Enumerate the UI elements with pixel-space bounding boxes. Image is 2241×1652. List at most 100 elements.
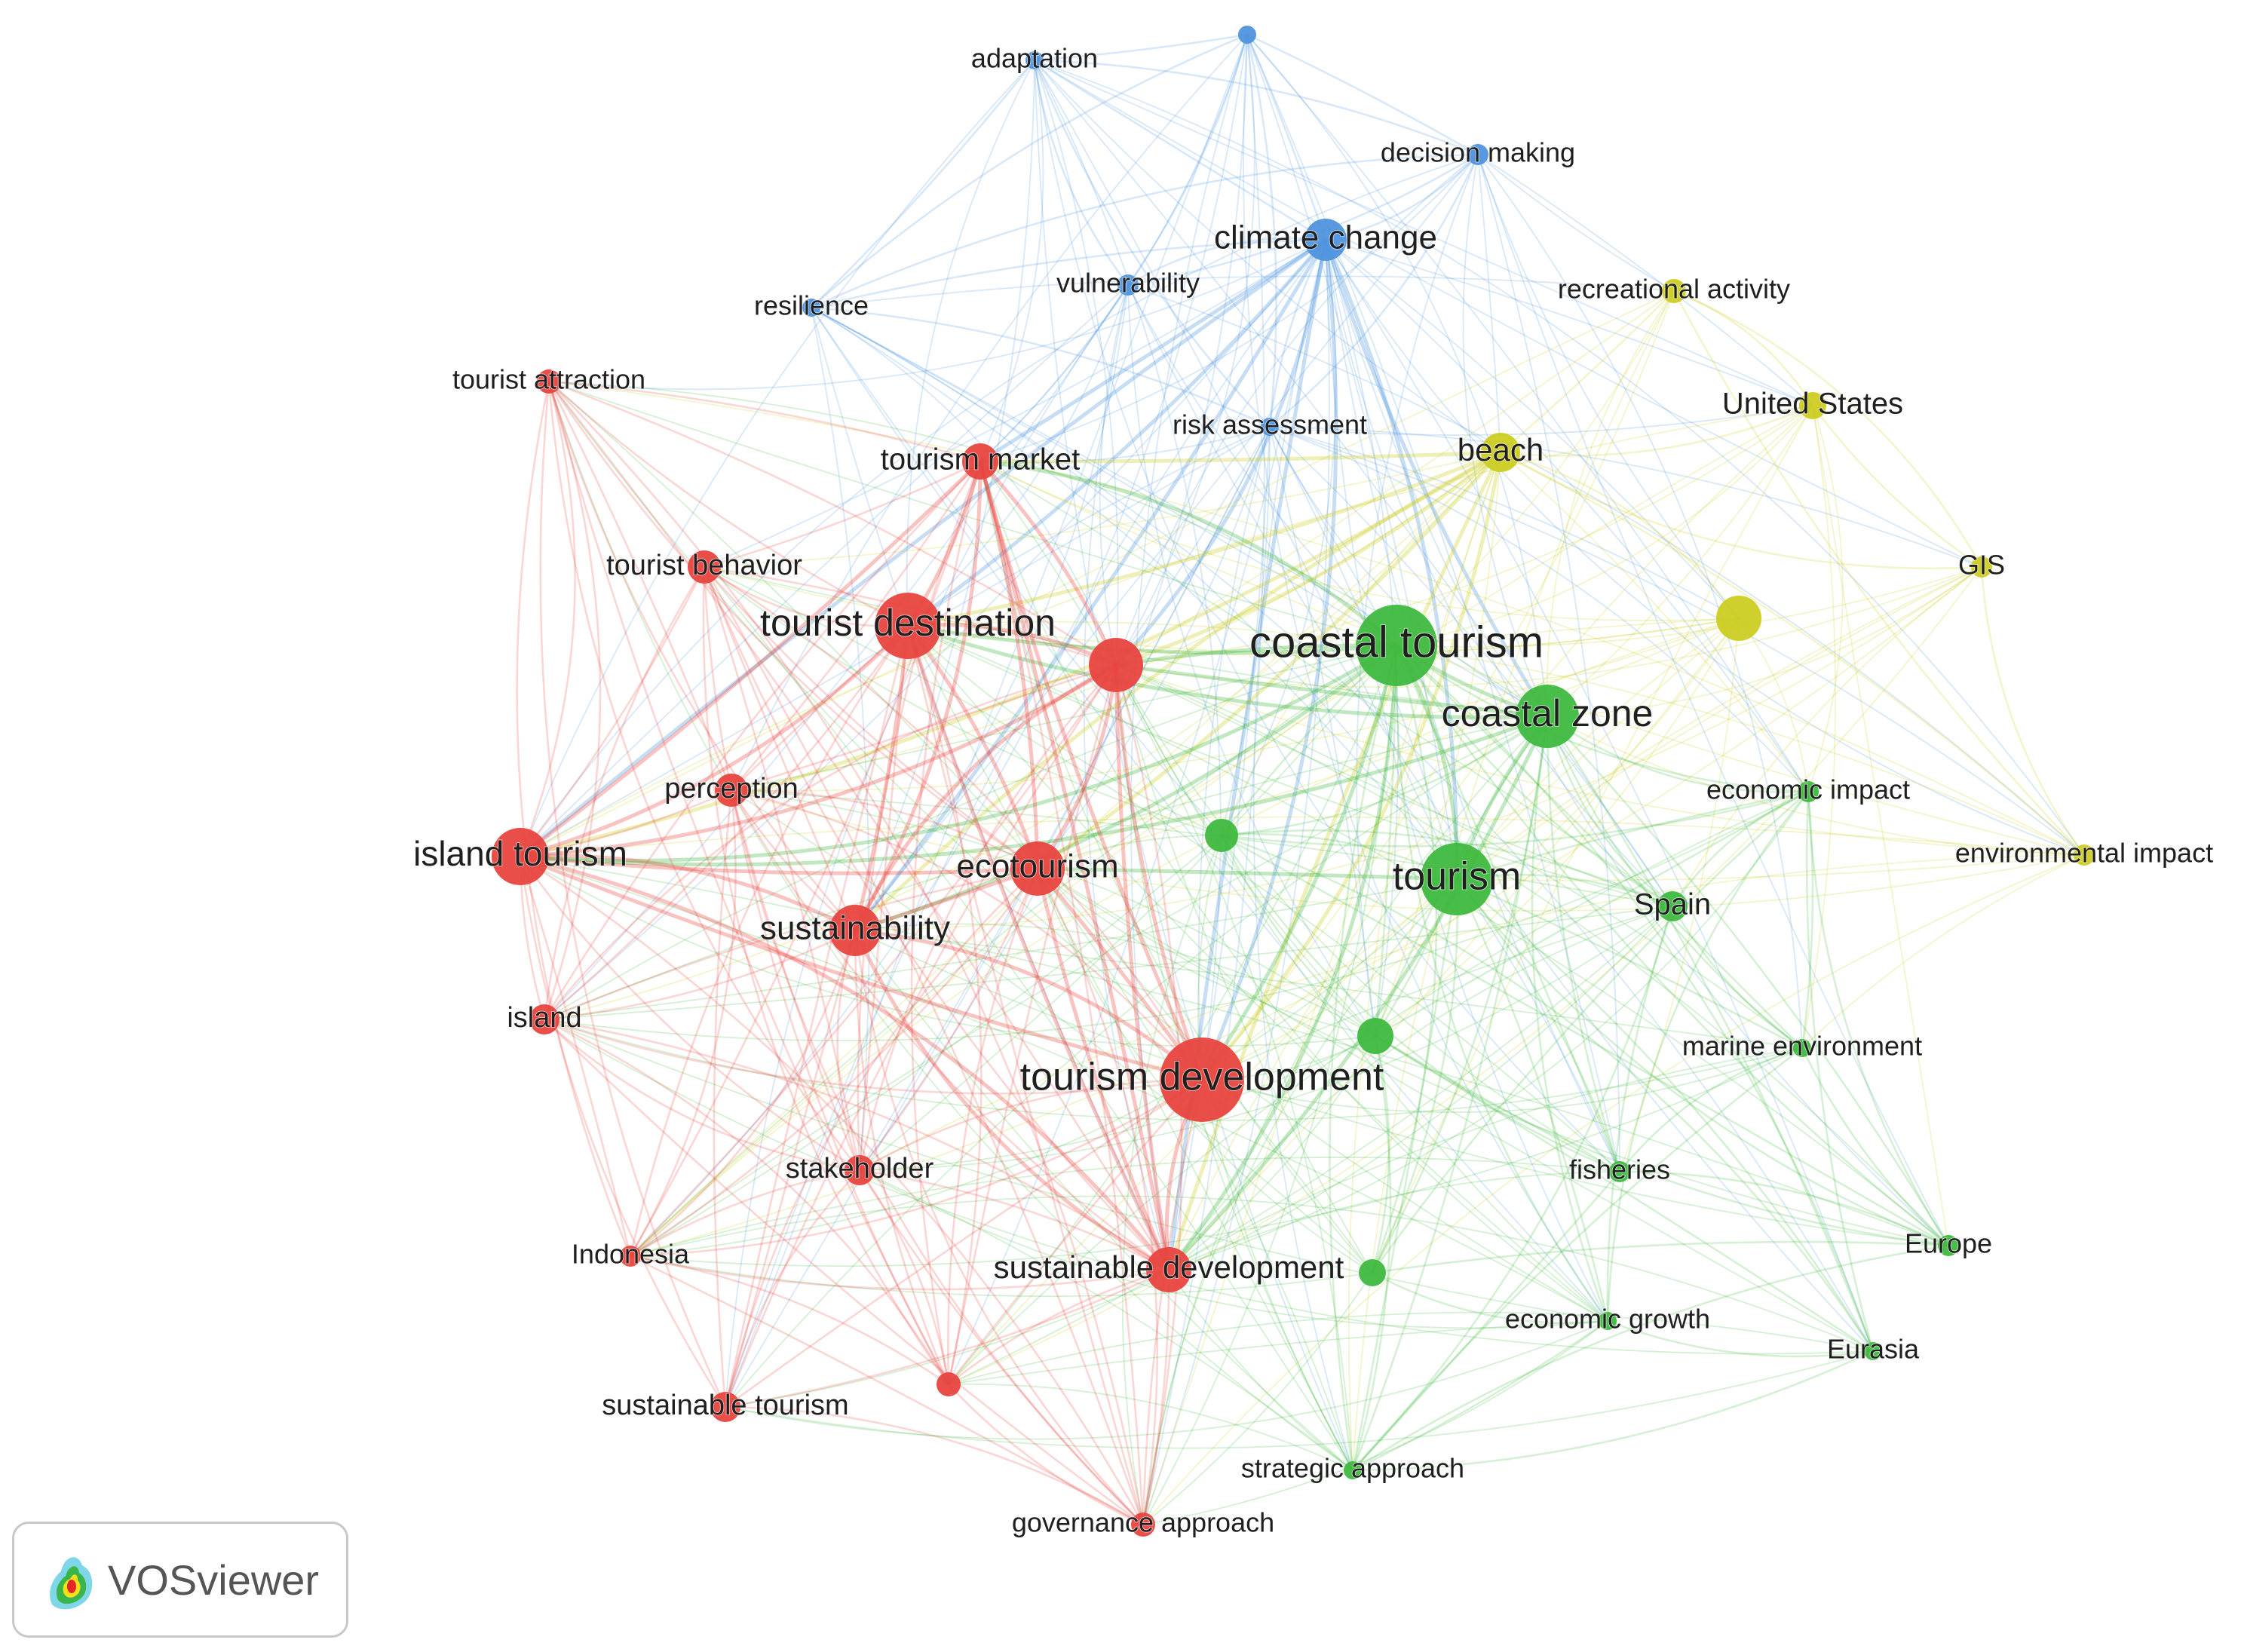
link-united-states-coastal-zone xyxy=(1547,405,1813,717)
link-spain-strategic-approach xyxy=(1352,906,1674,1471)
label-tourist-behavior: tourist behavior xyxy=(606,550,802,581)
node-stakeholder[interactable] xyxy=(845,1155,875,1185)
link-tourist-attraction-indonesia xyxy=(516,381,632,1257)
link-decision-making-risk-assessment xyxy=(1269,154,1479,428)
node-yellow-mid[interactable] xyxy=(1716,596,1761,641)
node-spain[interactable] xyxy=(1657,891,1688,921)
link-tourist-attraction-ecotourism xyxy=(547,381,1038,870)
node-green-c[interactable] xyxy=(1359,1259,1386,1286)
node-vulnerability[interactable] xyxy=(1117,274,1139,296)
link-decision-making-europe xyxy=(1477,154,1949,1246)
node-sustainable-development[interactable] xyxy=(1146,1247,1191,1292)
link-tourism-economic-impact xyxy=(1456,790,1809,881)
node-recreational-activity[interactable] xyxy=(1662,279,1686,303)
node-economic-growth[interactable] xyxy=(1599,1312,1617,1330)
node-europe[interactable] xyxy=(1938,1235,1959,1256)
node-island[interactable] xyxy=(529,1004,559,1034)
node-tourist-destination[interactable] xyxy=(875,593,941,659)
node-green-b[interactable] xyxy=(1357,1018,1393,1054)
node-resilience[interactable] xyxy=(802,299,820,317)
node-fisheries[interactable] xyxy=(1609,1161,1630,1182)
link-marine-environment-strategic-approach xyxy=(1352,1047,1803,1471)
link-environmental-impact-tourist-attraction xyxy=(548,381,2085,856)
node-eurasia[interactable] xyxy=(1864,1342,1882,1360)
node-island-tourism[interactable] xyxy=(492,828,549,885)
link-tourist-attraction-sustainable-tourism xyxy=(539,381,727,1408)
link-top-blue-indonesia xyxy=(630,34,1248,1257)
node-perception[interactable] xyxy=(715,774,748,807)
link-island-tourism-indonesia xyxy=(519,856,632,1257)
node-governance-approach[interactable] xyxy=(1131,1513,1155,1537)
node-gis[interactable] xyxy=(1971,556,1992,578)
link-recreational-activity-island-tourism xyxy=(520,290,1675,857)
link-resilience-green-a xyxy=(811,307,1222,836)
link-vulnerability-environmental-impact xyxy=(1127,284,2085,856)
link-risk-assessment-tourism-market xyxy=(979,426,1271,464)
link-perception-tourism-development xyxy=(731,789,1203,1080)
label-climate-change: climate change xyxy=(1214,219,1437,256)
node-tourist-attraction[interactable] xyxy=(537,369,561,394)
link-climate-change-economic-growth xyxy=(1325,239,1608,1322)
node-marine-environment[interactable] xyxy=(1793,1039,1811,1057)
link-environmental-impact-tourism-market xyxy=(979,461,2085,856)
node-red-mid[interactable] xyxy=(1089,638,1143,692)
link-top-blue-risk-assessment xyxy=(1246,34,1277,428)
node-tourist-behavior[interactable] xyxy=(688,550,721,584)
label-spain: Spain xyxy=(1634,888,1711,921)
node-red-small[interactable] xyxy=(937,1372,961,1396)
link-beach-economic-impact xyxy=(1500,452,1809,792)
node-decision-making[interactable] xyxy=(1467,144,1488,165)
link-europe-ecotourism xyxy=(1037,868,1949,1246)
link-tourist-attraction-tourism-market xyxy=(548,380,981,463)
link-coastal-zone-marine-environment xyxy=(1546,716,1803,1050)
node-risk-assessment[interactable] xyxy=(1261,418,1279,436)
node-tourism[interactable] xyxy=(1421,843,1493,915)
node-sustainability[interactable] xyxy=(829,905,881,956)
link-island-tourism-stakeholder xyxy=(519,856,860,1172)
link-tourist-destination-indonesia xyxy=(629,625,909,1257)
node-tourism-development[interactable] xyxy=(1160,1037,1244,1122)
node-adaptation[interactable] xyxy=(1025,51,1044,69)
link-green-c-indonesia xyxy=(630,1255,1373,1298)
link-red-mid-sustainability xyxy=(853,663,1117,932)
link-marine-environment-europe xyxy=(1801,1047,1949,1246)
link-vulnerability-green-b xyxy=(1127,284,1376,1037)
node-strategic-approach[interactable] xyxy=(1344,1461,1362,1479)
link-tourist-destination-red-small xyxy=(906,625,983,1385)
link-perception-indonesia xyxy=(629,789,737,1257)
link-beach-indonesia xyxy=(630,452,1501,1257)
label-sustainable-development: sustainable development xyxy=(994,1249,1344,1285)
node-environmental-impact[interactable] xyxy=(2074,844,2095,866)
node-ecotourism[interactable] xyxy=(1010,841,1065,896)
node-united-states[interactable] xyxy=(1799,392,1826,419)
link-climate-change-united-states xyxy=(1325,239,1813,406)
link-climate-change-eurasia xyxy=(1325,239,1874,1352)
link-strategic-approach-sustainable-development xyxy=(1168,1269,1353,1471)
link-climate-change-sustainable-tourism xyxy=(725,239,1326,1408)
link-resilience-eurasia xyxy=(811,307,1874,1352)
node-indonesia[interactable] xyxy=(620,1246,641,1267)
link-stakeholder-red-small xyxy=(858,1169,950,1385)
node-coastal-tourism[interactable] xyxy=(1356,605,1437,686)
link-coastal-zone-tourist-destination xyxy=(907,624,1548,719)
link-beach-tourism-development xyxy=(1200,452,1503,1081)
link-climate-change-europe xyxy=(1325,239,1949,1246)
node-tourism-market[interactable] xyxy=(962,443,998,480)
node-layer xyxy=(492,26,2095,1537)
link-top-blue-governance-approach xyxy=(1142,34,1265,1525)
node-sustainable-tourism[interactable] xyxy=(710,1392,740,1422)
link-beach-environmental-impact xyxy=(1500,451,2085,856)
node-green-a[interactable] xyxy=(1205,819,1238,852)
link-green-c-economic-growth xyxy=(1372,1271,1608,1324)
node-beach[interactable] xyxy=(1481,433,1520,472)
node-economic-impact[interactable] xyxy=(1798,781,1819,802)
link-perception-governance-approach xyxy=(730,789,1144,1525)
node-climate-change[interactable] xyxy=(1304,219,1347,261)
link-united-states-economic-impact xyxy=(1807,405,1844,792)
link-beach-yellow-mid xyxy=(1500,451,1740,619)
link-tourism-development-governance-approach xyxy=(1142,1079,1203,1525)
node-coastal-zone[interactable] xyxy=(1516,685,1579,748)
link-adaptation-red-mid xyxy=(1034,60,1119,666)
node-top-blue[interactable] xyxy=(1238,26,1256,44)
